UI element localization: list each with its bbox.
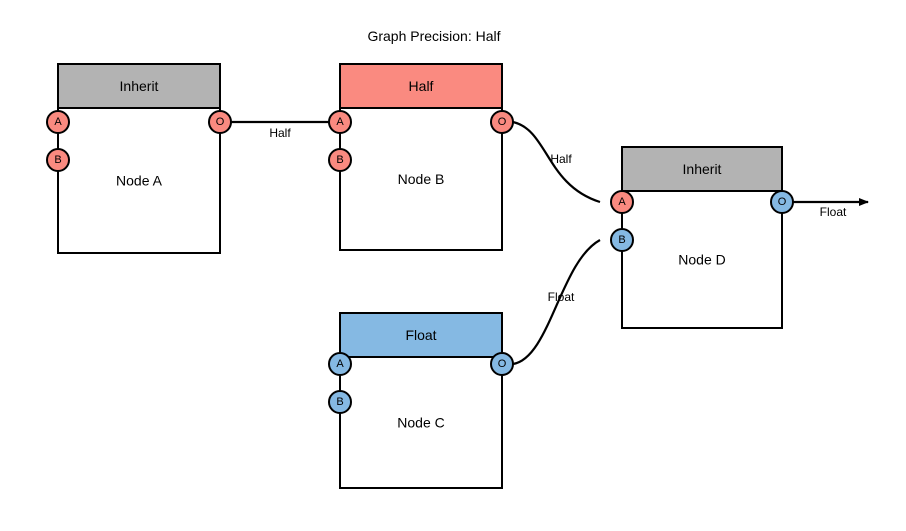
port-label: O <box>216 116 225 128</box>
port-input-a[interactable]: A <box>328 110 352 134</box>
port-label: A <box>336 116 344 128</box>
port-circle[interactable] <box>610 228 634 252</box>
edge: Float <box>793 198 869 219</box>
port-label: A <box>336 358 344 370</box>
port-label: O <box>498 358 507 370</box>
port-output-o[interactable]: O <box>208 110 232 134</box>
port-label: B <box>618 234 625 246</box>
node-header <box>57 63 221 109</box>
port-circle[interactable] <box>328 110 352 134</box>
port-input-a[interactable]: A <box>328 352 352 376</box>
port-circle[interactable] <box>208 110 232 134</box>
node-header <box>621 146 783 192</box>
port-input-b[interactable]: B <box>46 148 70 172</box>
edge-label: Half <box>269 126 291 140</box>
port-input-a[interactable]: A <box>46 110 70 134</box>
port-output-o[interactable]: O <box>490 110 514 134</box>
port-label: A <box>54 116 62 128</box>
port-input-b[interactable]: B <box>328 390 352 414</box>
port-label: O <box>498 116 507 128</box>
port-label: B <box>336 396 343 408</box>
port-circle[interactable] <box>328 352 352 376</box>
port-label: A <box>618 196 626 208</box>
port-circle[interactable] <box>490 110 514 134</box>
node-header-label: Float <box>405 327 436 343</box>
port-output-o[interactable]: O <box>770 190 794 214</box>
port-circle[interactable] <box>610 190 634 214</box>
node-header-label: Inherit <box>683 161 722 177</box>
port-circle[interactable] <box>770 190 794 214</box>
port-output-o[interactable]: O <box>490 352 514 376</box>
port-input-a[interactable]: A <box>610 190 634 214</box>
port-label: O <box>778 196 787 208</box>
node-name-label: Node C <box>397 415 444 431</box>
edge: Half <box>231 120 329 140</box>
edge: Half <box>512 120 601 204</box>
node-name-label: Node D <box>678 252 725 268</box>
port-circle[interactable] <box>328 390 352 414</box>
node-header <box>339 312 503 358</box>
edge-label: Float <box>548 290 575 304</box>
port-circle[interactable] <box>46 110 70 134</box>
port-input-b[interactable]: B <box>328 148 352 172</box>
edge-label: Half <box>550 152 572 166</box>
port-circle[interactable] <box>490 352 514 376</box>
page-title: Graph Precision: Half <box>367 28 500 44</box>
port-circle[interactable] <box>46 148 70 172</box>
edge-b-to-d[interactable] <box>512 120 601 204</box>
node-header-label: Inherit <box>120 78 159 94</box>
edge-c-to-d[interactable] <box>512 239 601 366</box>
port-input-b[interactable]: B <box>610 228 634 252</box>
port-label: B <box>336 154 343 166</box>
node-name-label: Node A <box>116 173 163 189</box>
port-label: B <box>54 154 61 166</box>
port-circle[interactable] <box>328 148 352 172</box>
edge-label: Float <box>820 205 847 219</box>
edge: Float <box>512 239 601 366</box>
node-header <box>339 63 503 109</box>
node-header-label: Half <box>409 78 434 94</box>
node-name-label: Node B <box>398 171 445 187</box>
